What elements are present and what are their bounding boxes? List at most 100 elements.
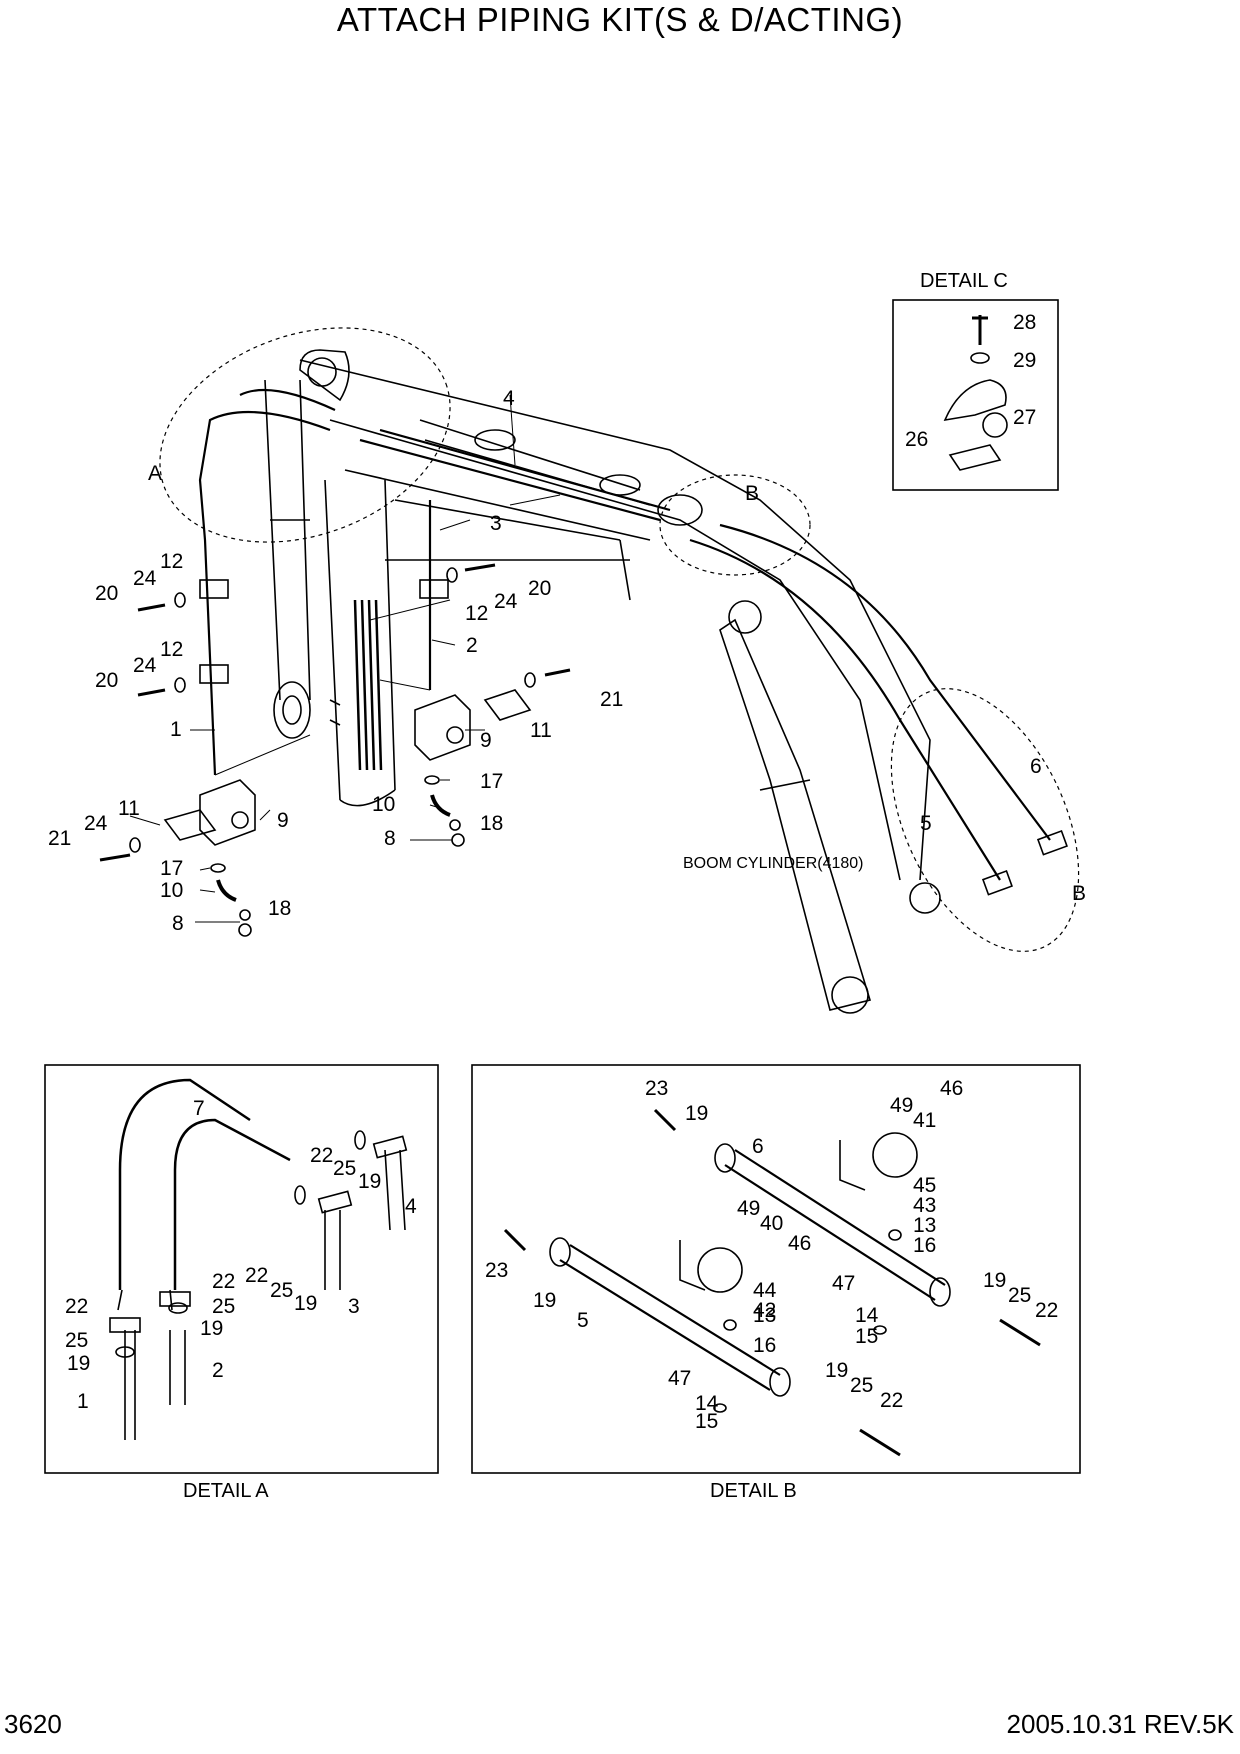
part-label: 24: [133, 567, 157, 590]
part-label: 25: [212, 1295, 235, 1318]
part-label: 23: [485, 1259, 508, 1282]
part-label: 4: [503, 387, 515, 410]
circle-a-label: A: [148, 462, 162, 485]
part-label: 19: [200, 1317, 223, 1340]
part-label: 9: [480, 729, 492, 752]
part-label: 2: [466, 634, 478, 657]
part-label: 23: [645, 1077, 668, 1100]
part-label: 3: [348, 1295, 360, 1318]
part-label: 19: [67, 1352, 90, 1375]
part-label: 27: [1013, 406, 1036, 429]
part-label: 41: [913, 1109, 936, 1132]
part-label: 11: [530, 719, 552, 742]
part-label: 3: [490, 512, 502, 535]
part-label: 25: [850, 1374, 873, 1397]
part-label: 22: [65, 1295, 88, 1318]
part-label: 5: [920, 812, 932, 835]
part-label: 24: [494, 590, 518, 613]
part-label: 20: [95, 582, 118, 605]
boom-assembly: [264, 349, 941, 1014]
part-label: 43: [913, 1194, 936, 1217]
piping-lines: [99, 388, 1068, 937]
part-label: 19: [685, 1102, 708, 1125]
part-label: 45: [913, 1174, 936, 1197]
detail-b-caption: DETAIL B: [710, 1480, 797, 1502]
leader-lines: [129, 394, 561, 923]
part-label: 6: [752, 1135, 764, 1158]
part-label: 8: [172, 912, 184, 935]
detail-a-caption: DETAIL A: [183, 1480, 269, 1502]
part-label: 28: [1013, 311, 1036, 334]
part-label: 22: [880, 1389, 903, 1412]
part-label: 46: [788, 1232, 811, 1255]
part-label: 19: [294, 1292, 317, 1315]
detail-a-parts: [109, 1078, 408, 1440]
part-label: 5: [577, 1309, 589, 1332]
part-label: 25: [333, 1157, 356, 1180]
part-label: 14: [695, 1392, 719, 1415]
part-label: 19: [825, 1359, 848, 1382]
part-label: 25: [1008, 1284, 1031, 1307]
part-label: 47: [668, 1367, 691, 1390]
part-label: 19: [983, 1269, 1006, 1292]
detail-b-frame: [471, 1064, 1081, 1474]
part-label: 8: [384, 827, 396, 850]
part-label: 14: [855, 1304, 879, 1327]
part-label: 44: [753, 1279, 777, 1302]
part-label: 9: [277, 809, 289, 832]
part-label: 12: [160, 638, 183, 661]
part-label: 22: [245, 1264, 268, 1287]
part-label: 25: [270, 1279, 293, 1302]
detail-callout-circles: [159, 327, 1080, 952]
part-label: 42: [753, 1299, 776, 1322]
detail-c-parts: [943, 315, 1008, 471]
part-label: 25: [65, 1329, 88, 1352]
part-label: 18: [268, 897, 291, 920]
part-label: 22: [212, 1270, 235, 1293]
part-label: 6: [1030, 755, 1042, 778]
circle-b-label-top: B: [745, 482, 759, 505]
part-label: 22: [1035, 1299, 1058, 1322]
part-label: 15: [855, 1325, 878, 1348]
part-label: 20: [528, 577, 551, 600]
part-label: 20: [95, 669, 118, 692]
part-label: 17: [160, 857, 183, 880]
part-label: 12: [465, 602, 488, 625]
part-label: 17: [480, 770, 503, 793]
part-label: 1: [170, 718, 182, 741]
part-label: 22: [310, 1144, 333, 1167]
page-number: 3620: [4, 1709, 62, 1739]
part-label: 10: [372, 793, 395, 816]
part-label: 13: [913, 1214, 936, 1237]
part-label: 18: [480, 812, 503, 835]
revision-date: 2005.10.31 REV.5K: [1006, 1709, 1234, 1739]
part-label: 40: [760, 1212, 783, 1235]
part-label: 46: [940, 1077, 963, 1100]
part-label: 10: [160, 879, 183, 902]
part-label: 24: [84, 812, 108, 835]
circle-b-label-bottom: B: [1072, 882, 1086, 905]
part-label: 29: [1013, 349, 1036, 372]
part-label: 13: [753, 1304, 776, 1327]
part-label: 26: [905, 428, 928, 451]
part-label: 11: [118, 797, 140, 820]
part-label: 16: [753, 1334, 776, 1357]
boom-cylinder-label: BOOM CYLINDER(4180): [683, 855, 864, 872]
detail-b-parts: [503, 1108, 1041, 1457]
part-label: 2: [212, 1359, 224, 1382]
part-label: 1: [77, 1390, 89, 1413]
detail-c-frame: [892, 299, 1059, 491]
part-label: 24: [133, 654, 157, 677]
part-label: 19: [533, 1289, 556, 1312]
part-label: 12: [160, 550, 183, 573]
part-label: 19: [358, 1170, 381, 1193]
part-label: 21: [48, 827, 71, 850]
part-label: 21: [600, 688, 623, 711]
part-label: 7: [193, 1097, 205, 1120]
part-label: 47: [832, 1272, 855, 1295]
page-title: ATTACH PIPING KIT(S & D/ACTING): [336, 1, 904, 38]
part-label: 4: [405, 1195, 417, 1218]
part-label: 16: [913, 1234, 936, 1257]
